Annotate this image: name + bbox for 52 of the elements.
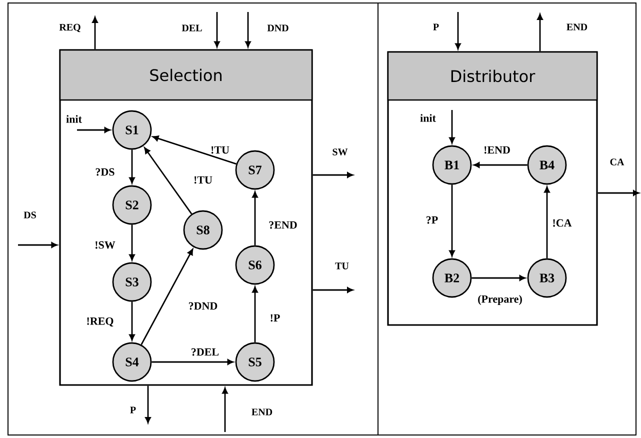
edge-label: init bbox=[420, 114, 436, 122]
arrow bbox=[472, 275, 526, 281]
arrow bbox=[129, 150, 135, 184]
edge-label: ?DEL bbox=[192, 348, 219, 356]
edge-label: DND bbox=[267, 24, 288, 32]
arrow bbox=[252, 286, 258, 342]
edge-label: ?DS bbox=[96, 168, 114, 176]
edge-label: DS bbox=[24, 212, 36, 218]
arrow bbox=[449, 184, 455, 256]
edge-label: P bbox=[433, 24, 439, 30]
edge-label: ?END bbox=[269, 221, 297, 229]
edge-label: ?DND bbox=[189, 302, 218, 310]
edge-label: END bbox=[566, 24, 588, 30]
arrow bbox=[449, 110, 455, 144]
arrow bbox=[129, 224, 135, 260]
arrow bbox=[92, 16, 98, 50]
arrow bbox=[222, 388, 228, 432]
arrow bbox=[214, 12, 220, 48]
arrow bbox=[312, 287, 354, 293]
edge-label: !TU bbox=[211, 146, 230, 154]
edge-label: END bbox=[252, 408, 272, 416]
arrow bbox=[18, 242, 58, 248]
arrow bbox=[252, 192, 258, 246]
edge-label: TU bbox=[335, 262, 349, 270]
arrow bbox=[129, 302, 135, 340]
arrow bbox=[152, 136, 236, 165]
arrow bbox=[312, 172, 354, 178]
arrow bbox=[245, 12, 251, 48]
edge-label: P bbox=[130, 406, 136, 414]
arrow bbox=[537, 14, 543, 52]
edge-label: DEL bbox=[182, 24, 202, 32]
arrow bbox=[140, 248, 194, 345]
arrow bbox=[598, 190, 640, 196]
edge-label: !CA bbox=[553, 219, 572, 227]
edge-label: (Prepare) bbox=[478, 295, 522, 305]
edge-label: SW bbox=[332, 148, 348, 156]
edge-label: CA bbox=[610, 158, 624, 166]
edge-label: !REQ bbox=[87, 317, 114, 327]
arrow bbox=[455, 12, 461, 50]
arrow bbox=[145, 386, 151, 424]
arrow bbox=[474, 162, 528, 168]
arrow bbox=[77, 127, 110, 133]
arrow bbox=[144, 147, 192, 214]
edge-label: !END bbox=[484, 146, 510, 154]
edge-label: REQ bbox=[59, 24, 80, 32]
edge-label: init bbox=[66, 115, 82, 123]
edge-label: ?P bbox=[426, 216, 438, 224]
edge-label: !TU bbox=[194, 176, 212, 184]
edge-label: !P bbox=[270, 314, 280, 322]
arrow bbox=[544, 186, 550, 258]
edge-label: !SW bbox=[96, 241, 116, 249]
arrow bbox=[152, 359, 234, 365]
